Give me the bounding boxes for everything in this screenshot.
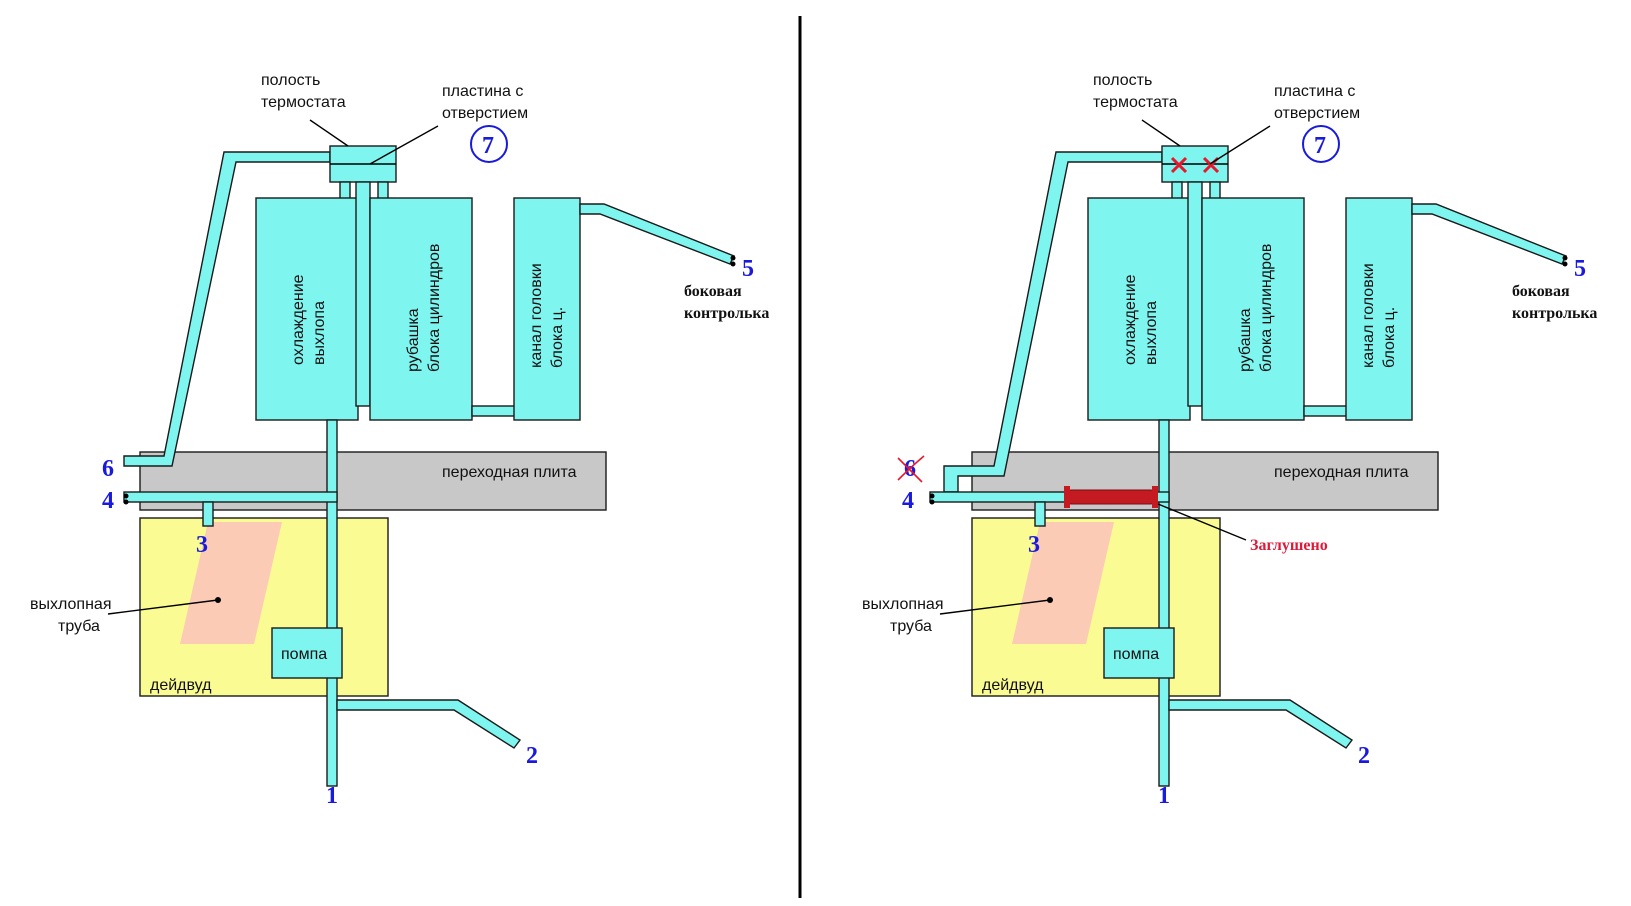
plate-with-hole-label: пластина с (1274, 83, 1355, 100)
water-channels (123, 145, 735, 787)
side-tell-tale-label: боковая (1512, 283, 1570, 300)
plate-with-hole-label-2: отверстием (1274, 105, 1360, 122)
exhaust-pipe-label: выхлопная (30, 596, 111, 613)
plugged-label: Заглушено (1250, 537, 1328, 554)
plate-with-hole-label: пластина с (442, 83, 523, 100)
block-jacket-label: рубашка (405, 308, 422, 372)
port-1-number: 1 (326, 783, 338, 809)
port-3-number: 3 (196, 532, 208, 558)
exhaust-cooling-box (1087, 197, 1191, 421)
exhaust-pipe-label-2: труба (890, 618, 932, 635)
block-jacket-label-2: блока цилиндров (426, 244, 443, 372)
port-7-number: 7 (482, 133, 494, 159)
head-channel-label-2: блока ц. (1381, 307, 1398, 368)
pump-label: помпа (1113, 646, 1159, 663)
block-jacket-label: рубашка (1237, 308, 1254, 372)
thermostat-cavity-label-2: термостата (261, 94, 346, 111)
plate-hole-cross-1 (1170, 156, 1188, 174)
thermostat-cavity-label-2: термостата (1093, 94, 1178, 111)
port-6-number: 6 (102, 456, 114, 482)
exhaust-pipe (1012, 522, 1114, 644)
exhaust-cooling-label-2: выхлопа (1143, 301, 1160, 365)
side-tell-tale-label-2: контролька (684, 305, 769, 322)
head-channel-label: канал головки (528, 263, 545, 368)
port-4-number: 4 (902, 488, 914, 514)
side-tell-tale-label: боковая (684, 283, 742, 300)
panel-left: полость термостата пластина с отверстием… (30, 72, 769, 809)
head-channel-label-2: блока ц. (549, 307, 566, 368)
port-1-number: 1 (1158, 783, 1170, 809)
adapter-plate-label: переходная плита (442, 464, 577, 481)
thermostat-cavity-label: полость (261, 72, 320, 89)
exhaust-cooling-label-2: выхлопа (311, 301, 328, 365)
port-7-circle (470, 125, 508, 163)
block-jacket-label-2: блока цилиндров (1258, 244, 1275, 372)
deadwood-label: дейдвуд (982, 677, 1044, 694)
deadwood-label: дейдвуд (150, 677, 212, 694)
exhaust-pipe-label: выхлопная (862, 596, 943, 613)
plate-with-hole-label-2: отверстием (442, 105, 528, 122)
pump-box (271, 627, 343, 679)
exhaust-pipe (180, 522, 282, 644)
thermostat-cavity-label: полость (1093, 72, 1152, 89)
port-2-number: 2 (526, 743, 538, 769)
port-5-number: 5 (1574, 256, 1586, 282)
port-2-number: 2 (1358, 743, 1370, 769)
side-tell-tale-label-2: контролька (1512, 305, 1597, 322)
block-jacket-box (369, 197, 473, 421)
port-7-number: 7 (1314, 133, 1326, 159)
port-7-circle (1302, 125, 1340, 163)
pump-label: помпа (281, 646, 327, 663)
plug-marker (1064, 486, 1158, 508)
head-channel-box (1345, 197, 1413, 421)
adapter-plate-label: переходная плита (1274, 464, 1409, 481)
block-jacket-box (1201, 197, 1305, 421)
port-5-number: 5 (742, 256, 754, 282)
exhaust-pipe-label-2: труба (58, 618, 100, 635)
port-4-number: 4 (102, 488, 114, 514)
port-6-cross (897, 455, 925, 483)
head-channel-box (513, 197, 581, 421)
exhaust-cooling-box (255, 197, 359, 421)
exhaust-cooling-label: охлаждение (290, 274, 307, 365)
panel-right: полость термостата пластина с отверстием… (862, 72, 1597, 809)
port-3-number: 3 (1028, 532, 1040, 558)
exhaust-cooling-label: охлаждение (1122, 274, 1139, 365)
water-channels (929, 145, 1567, 787)
head-channel-label: канал головки (1360, 263, 1377, 368)
pump-box (1103, 627, 1175, 679)
